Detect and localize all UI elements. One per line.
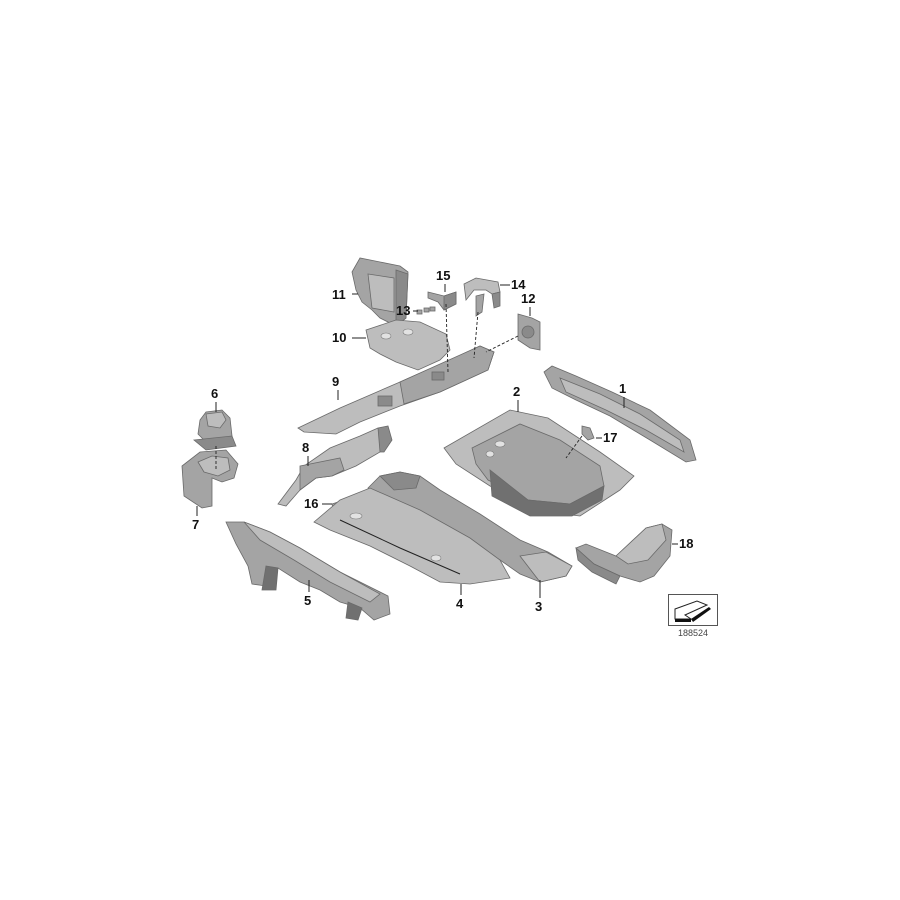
part-1[interactable] [543,365,697,463]
callout-16: 16 [304,496,318,511]
part-17[interactable] [581,425,595,441]
reference-number: 188524 [677,628,709,638]
leader-lines [196,284,678,598]
part-6[interactable] [193,409,237,451]
callout-17: 17 [603,430,617,445]
callout-3: 3 [535,599,542,614]
callout-10: 10 [332,330,346,345]
part-4[interactable] [313,487,511,585]
part-7[interactable] [181,449,239,509]
callout-13: 13 [396,303,410,318]
callout-11: 11 [332,287,346,302]
part-15[interactable] [427,291,457,311]
part-18[interactable] [575,523,673,585]
part-5[interactable] [225,521,391,621]
callout-2: 2 [513,384,520,399]
callout-5: 5 [304,593,311,608]
reference-box [668,594,718,626]
callout-14: 14 [511,277,526,292]
callout-18: 18 [679,536,693,551]
callout-6: 6 [211,386,218,401]
part-10[interactable] [365,319,451,371]
part-14[interactable] [463,277,501,317]
part-3[interactable] [367,471,573,583]
callout-9: 9 [332,374,339,389]
part-12[interactable] [517,313,541,351]
callout-12: 12 [521,291,535,306]
part-2[interactable] [443,409,635,517]
callout-8: 8 [302,440,309,455]
direction-arrow-icon [674,600,711,622]
part-9[interactable] [297,345,495,435]
callout-1: 1 [619,381,626,396]
part-13[interactable] [416,306,436,315]
part-11[interactable] [351,257,409,327]
callouts: 1 2 3 4 5 6 7 8 9 10 11 12 13 14 15 16 1… [192,268,693,614]
callout-15: 15 [436,268,450,283]
callout-4: 4 [456,596,464,611]
callout-7: 7 [192,517,199,532]
